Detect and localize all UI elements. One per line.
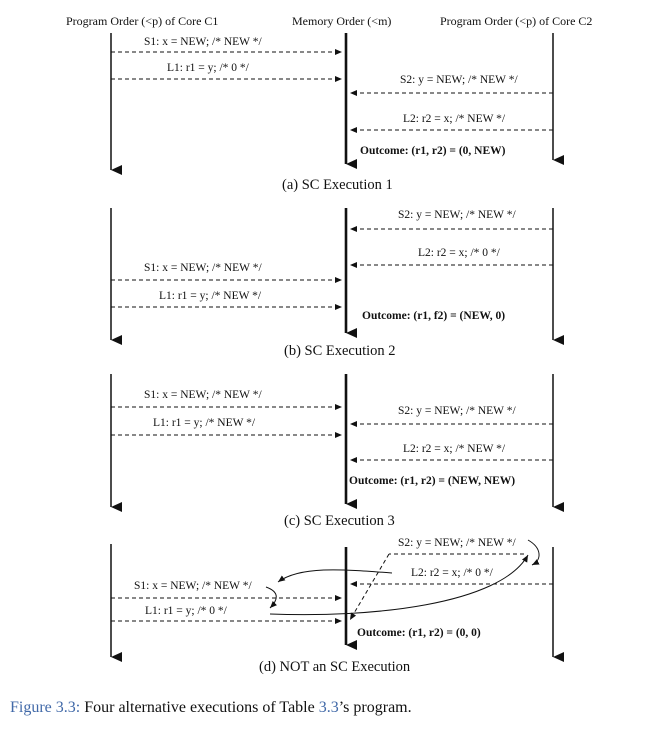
l2-label: L2: r2 = x; /* 0 */	[418, 247, 501, 259]
figure-caption: Figure 3.3: Four alternative executions …	[10, 699, 650, 717]
l1-label: L1: r1 = y; /* 0 */	[145, 605, 228, 617]
curve-l1-to-s2	[269, 554, 529, 616]
panel-label: (a) SC Execution 1	[282, 177, 393, 193]
l1-label: L1: r1 = y; /* NEW */	[153, 417, 256, 429]
l2-label: L2: r2 = x; /* NEW */	[403, 443, 506, 455]
outcome-text: Outcome: (r1, r2) = (0, 0)	[357, 627, 481, 639]
outcome-text: Outcome: (r1, r2) = (NEW, NEW)	[349, 475, 515, 487]
panel-label: (d) NOT an SC Execution	[259, 659, 411, 675]
outcome-text: Outcome: (r1, r2) = (0, NEW)	[360, 145, 506, 157]
header-memory-order: Memory Order (<m)	[292, 14, 391, 28]
s2-label: S2: y = NEW; /* NEW */	[398, 209, 516, 221]
header-core-c2: Program Order (<p) of Core C2	[440, 14, 592, 28]
s1-label: S1: x = NEW; /* NEW */	[134, 580, 252, 592]
figure-ref: Figure 3.3:	[10, 699, 81, 716]
s2-arrow-diagonal	[349, 553, 390, 621]
panel-a: S1: x = NEW; /* NEW */ L1: r1 = y; /* 0 …	[110, 33, 564, 193]
caption-text-end: ’s program.	[338, 699, 412, 716]
table-ref-link[interactable]: 3.3	[318, 699, 339, 716]
curve-s1-loop	[265, 586, 278, 609]
outcome-text: Outcome: (r1, f2) = (NEW, 0)	[362, 310, 505, 322]
curve-l2-to-s1	[277, 569, 393, 583]
s2-label: S2: y = NEW; /* NEW */	[398, 405, 516, 417]
panel-d: S2: y = NEW; /* NEW */ L2: r2 = x; /* 0 …	[110, 537, 564, 675]
l1-label: L1: r1 = y; /* 0 */	[167, 62, 250, 74]
s2-label: S2: y = NEW; /* NEW */	[400, 74, 518, 86]
panel-label: (b) SC Execution 2	[284, 343, 396, 359]
s2-label: S2: y = NEW; /* NEW */	[398, 537, 516, 549]
caption-text: Four alternative executions of Table	[80, 699, 319, 716]
s1-label: S1: x = NEW; /* NEW */	[144, 389, 262, 401]
l1-label: L1: r1 = y; /* NEW */	[159, 290, 262, 302]
panel-c: S1: x = NEW; /* NEW */ L1: r1 = y; /* NE…	[110, 374, 564, 529]
panel-label: (c) SC Execution 3	[284, 513, 395, 529]
panel-b: S2: y = NEW; /* NEW */ L2: r2 = x; /* 0 …	[110, 208, 564, 359]
l2-label: L2: r2 = x; /* 0 */	[411, 567, 494, 579]
l2-label: L2: r2 = x; /* NEW */	[403, 113, 506, 125]
s1-label: S1: x = NEW; /* NEW */	[144, 36, 262, 48]
header-core-c1: Program Order (<p) of Core C1	[66, 14, 218, 28]
s1-label: S1: x = NEW; /* NEW */	[144, 262, 262, 274]
curve-s2-loop	[527, 539, 540, 566]
